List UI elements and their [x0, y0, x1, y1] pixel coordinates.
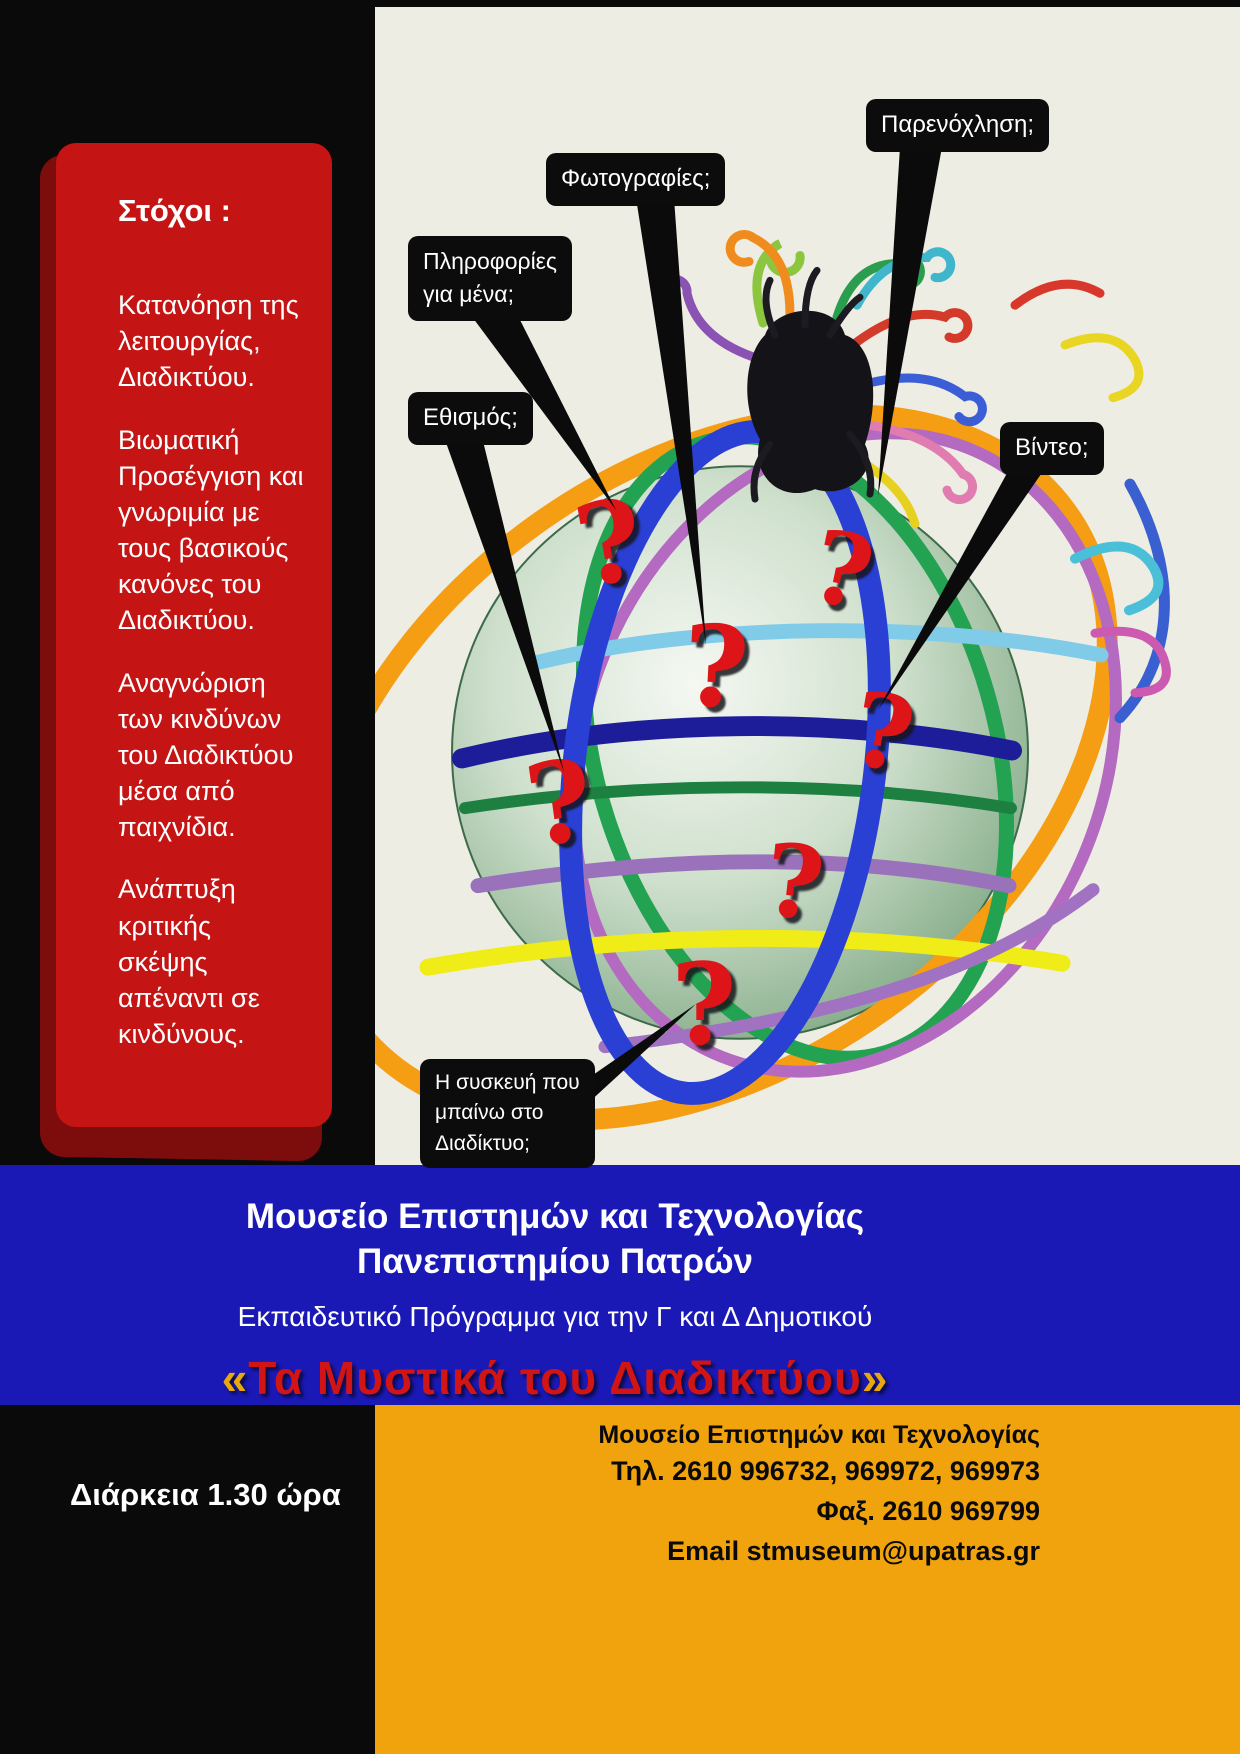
bubble-device-line3: Διαδίκτυο; — [435, 1131, 530, 1155]
duration-label: Διάρκεια 1.30 ώρα — [70, 1477, 341, 1512]
museum-name-line1: Μουσείο Επιστημών και Τεχνολογίας — [245, 1197, 865, 1236]
creature-body — [747, 310, 874, 494]
dark-green-ribbon — [459, 781, 1017, 815]
left-black-band: Στόχοι : Κατανόηση της λειτουργίας, Διαδ… — [0, 0, 375, 1165]
bubble-photos: Φωτογραφίες; — [546, 153, 726, 206]
red-swirl — [1010, 279, 1105, 310]
violet-ribbon — [470, 854, 1017, 894]
contact-fax: Φαξ. 2610 969799 — [816, 1496, 1040, 1526]
goal-item: Ανάπτυξη κριτικής σκέψης απέναντι σε κιν… — [118, 874, 260, 1050]
footer-duration-block: Διάρκεια 1.30 ώρα — [0, 1405, 375, 1754]
bubble-info-line1: Πληροφορίες — [423, 248, 558, 274]
bubble-info-line2: για μένα; — [423, 281, 514, 308]
museum-name-line2: Πανεπιστημίου Πατρών — [356, 1241, 754, 1281]
internet-globe-illustration — [375, 230, 1171, 1131]
bubble-info: Πληροφορίες για μένα; — [408, 236, 573, 321]
bubble-addiction: Εθισμός; — [408, 392, 533, 445]
question-mark: ? — [671, 940, 737, 1071]
goals-panel: Στόχοι : Κατανόηση της λειτουργίας, Διαδ… — [40, 143, 332, 1162]
contact-phone: Τηλ. 2610 996732, 969972, 969973 — [611, 1456, 1040, 1486]
illustration-area — [375, 0, 1240, 1165]
yellow-swirl — [1060, 333, 1144, 403]
bubble-video: Βίντεο; — [1000, 422, 1104, 475]
footer-contact-block: Μουσείο Επιστημών και Τεχνολογίας Τηλ. 2… — [375, 1405, 1240, 1754]
quote-close: » — [861, 1351, 889, 1404]
goal-item: Αναγνώριση των κινδύνων του Διαδικτύου μ… — [118, 667, 294, 843]
question-mark: ? — [679, 600, 753, 735]
program-title-text: Τα Μυστικά του Διαδικτύου — [248, 1351, 862, 1404]
cyan-swirl — [1070, 541, 1164, 616]
contact-museum-name: Μουσείο Επιστημών και Τεχνολογίας — [598, 1421, 1040, 1449]
museum-banner: Μουσείο Επιστημών και Τεχνολογίας Πανεπι… — [0, 1165, 1240, 1405]
bubble-device-line1: Η συσκευή που — [435, 1071, 580, 1094]
bubble-device: Η συσκευή που μπαίνω στο Διαδίκτυο; — [420, 1059, 595, 1169]
goal-item: Κατανόηση της λειτουργίας, Διαδικτύου. — [118, 290, 299, 393]
bubble-harassment: Παρενόχληση; — [866, 99, 1050, 152]
goals-panel-face: Στόχοι : Κατανόηση της λειτουργίας, Διαδ… — [56, 143, 332, 1127]
goals-title: Στόχοι : — [118, 193, 231, 228]
question-mark: ? — [758, 820, 830, 944]
goal-item: Βιωματική Προσέγγιση και γνωριμία με του… — [118, 424, 304, 636]
magenta-swirl — [1090, 626, 1171, 698]
bubble-device-line2: μπαίνω στο — [435, 1101, 544, 1125]
program-subtitle: Εκπαιδευτικό Πρόγραμμα για την Γ και Δ Δ… — [237, 1300, 873, 1332]
quote-open: « — [221, 1351, 249, 1404]
program-title: «Τα Μυστικά του Διαδικτύου» — [0, 1351, 1110, 1405]
contact-email: Email stmuseum@upatras.gr — [667, 1536, 1040, 1566]
